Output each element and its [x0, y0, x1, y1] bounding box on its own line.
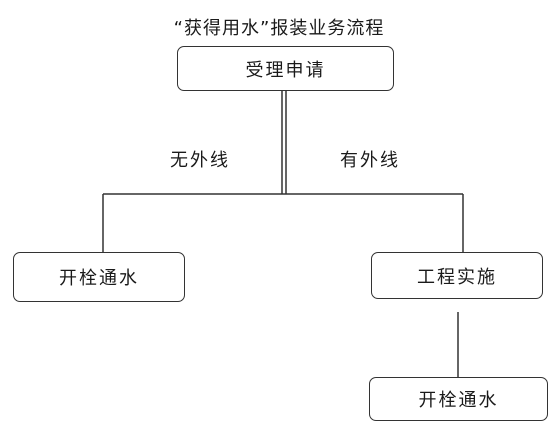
node-project-label: 工程实施 [417, 266, 497, 288]
node-open-water-left-label: 开栓通水 [59, 268, 139, 289]
node-open-water-right: 开栓通水 [369, 377, 548, 421]
branch-label-has-external-line: 有外线 [340, 150, 400, 171]
node-accept-label: 受理申请 [245, 59, 326, 81]
branch-label-no-external-line: 无外线 [170, 150, 230, 171]
node-accept-application: 受理申请 [177, 46, 394, 91]
node-open-water-right-label: 开栓通水 [418, 390, 499, 411]
node-project-implementation: 工程实施 [371, 252, 543, 299]
node-open-water-left: 开栓通水 [13, 252, 185, 302]
diagram-title: “获得用水”报装业务流程 [173, 18, 385, 39]
